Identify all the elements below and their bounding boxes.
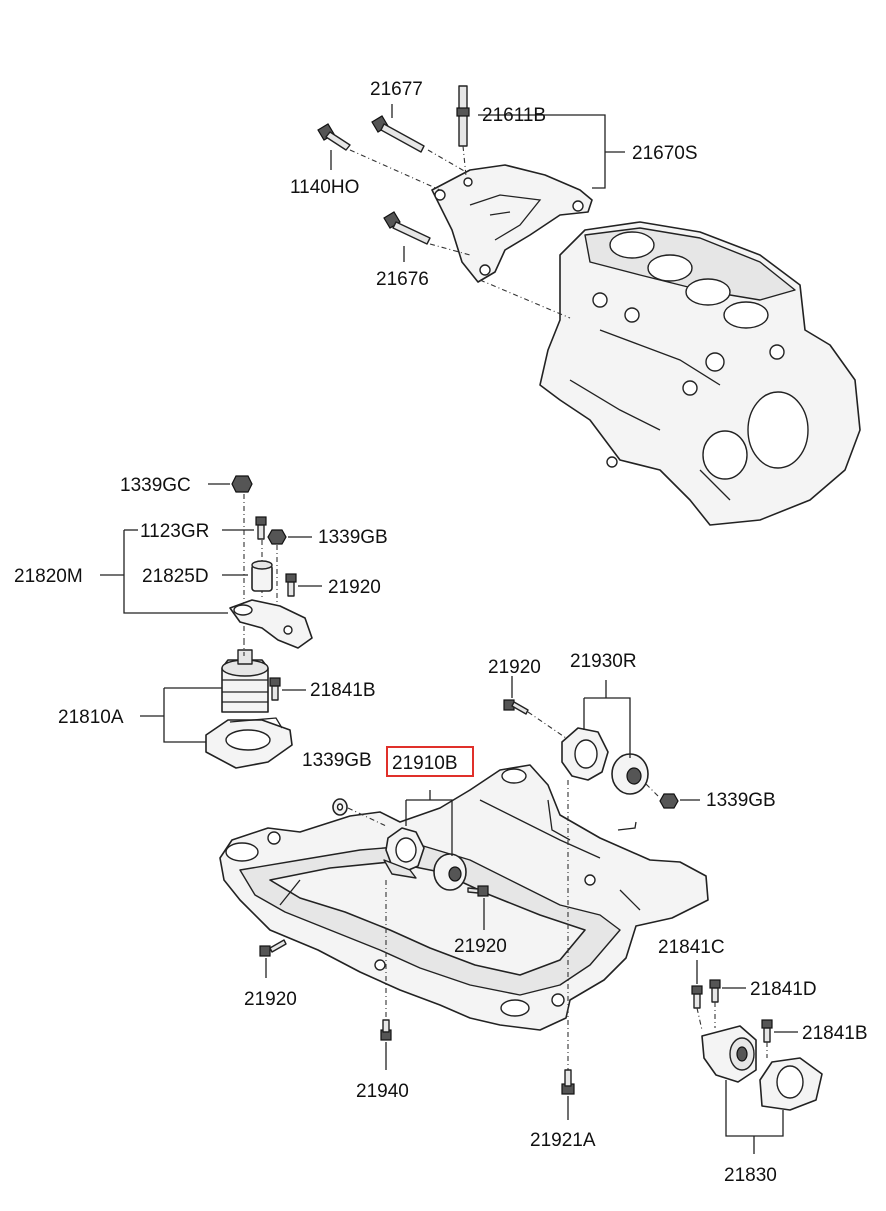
nut-1339gc — [231, 475, 253, 493]
label-21825d: 21825D — [142, 566, 209, 587]
front-subframe — [219, 764, 709, 1031]
engine-bracket-21670s — [431, 164, 593, 283]
bolt-21841d — [709, 979, 721, 1003]
bushing-21910b — [433, 853, 467, 891]
nut-1339gb-upper — [267, 529, 287, 545]
label-1339gb-upper: 1339GB — [318, 527, 388, 548]
bolt-21920-right-top — [503, 699, 529, 715]
label-1339gb-right: 1339GB — [706, 790, 776, 811]
bolt-21921a — [561, 1069, 575, 1095]
label-21670s: 21670S — [632, 143, 698, 164]
mount-bracket-21820m — [229, 599, 313, 649]
label-1339gb-mid: 1339GB — [302, 750, 372, 771]
label-21841c: 21841C — [658, 937, 725, 958]
label-21841d: 21841D — [750, 979, 817, 1000]
bushing-21930r — [611, 753, 649, 795]
bracket-21910b — [383, 827, 425, 879]
stud-21611b — [456, 85, 470, 147]
bolt-21841b-left — [269, 677, 281, 701]
label-21611b: 21611B — [482, 105, 546, 126]
highlight-box — [386, 746, 474, 777]
bolt-21940 — [380, 1019, 392, 1041]
label-21820m: 21820M — [14, 566, 83, 587]
washer-1339gb-mid — [332, 798, 348, 816]
bolt-1123gr — [255, 516, 267, 540]
bolt-1140ho — [317, 123, 351, 151]
bracket-21930r — [561, 727, 609, 781]
label-21677: 21677 — [370, 79, 423, 100]
engine-mount-21810a — [205, 649, 293, 769]
label-21940: 21940 — [356, 1081, 409, 1102]
part-labels: 21677 21611B 21670S 1140HO 21676 1339GC … — [14, 79, 868, 1186]
bolt-21920-upper-left — [285, 573, 297, 597]
spacer-21825d — [251, 560, 273, 592]
label-21920-right-top: 21920 — [488, 657, 541, 678]
engine-block — [539, 221, 861, 526]
label-21910b: 21910B — [392, 753, 458, 774]
bolt-21920-mid — [467, 885, 489, 897]
bolt-21841c — [691, 985, 703, 1009]
label-21841b-left: 21841B — [310, 680, 376, 701]
bolt-21676 — [383, 211, 431, 245]
label-1140ho: 1140HO — [290, 177, 359, 198]
label-21921a: 21921A — [530, 1130, 596, 1151]
nut-1339gb-right — [659, 793, 679, 809]
label-1123gr: 1123GR — [140, 521, 209, 542]
label-21830: 21830 — [724, 1165, 777, 1186]
bolt-21920-lower-left — [259, 939, 287, 957]
label-1339gc: 1339GC — [120, 475, 191, 496]
label-21920-mid: 21920 — [454, 936, 507, 957]
label-21841b-right: 21841B — [802, 1023, 868, 1044]
label-21920-lower-left: 21920 — [244, 989, 297, 1010]
label-21676: 21676 — [376, 269, 429, 290]
engine-mount-21830 — [701, 1025, 823, 1111]
label-21920-upper-left: 21920 — [328, 577, 381, 598]
label-21930r: 21930R — [570, 651, 637, 672]
bolt-21841b-right — [761, 1019, 773, 1043]
label-21810a: 21810A — [58, 707, 124, 728]
bolt-21677 — [371, 115, 425, 153]
